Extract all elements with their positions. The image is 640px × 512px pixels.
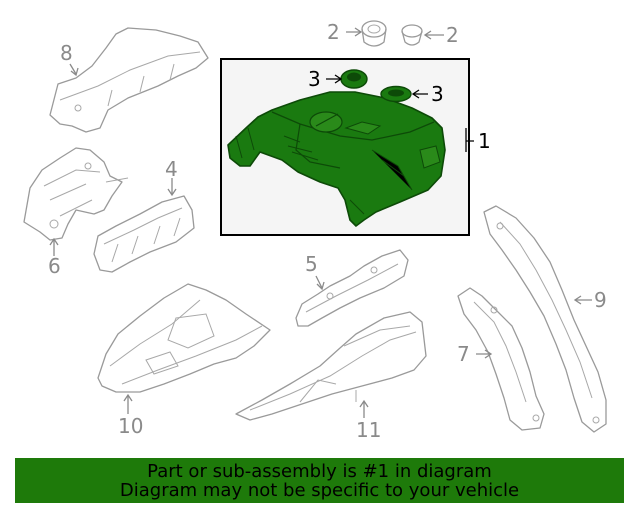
part-2-grommet-left[interactable]: [361, 20, 387, 47]
callout-11: 11: [356, 418, 381, 442]
callout-4: 4: [165, 157, 178, 181]
banner-line-2: Diagram may not be specific to your vehi…: [119, 480, 520, 501]
callout-2-left: 2: [327, 20, 340, 44]
part-4-heat-shield[interactable]: [93, 195, 195, 273]
callout-2-right: 2: [446, 23, 459, 47]
part-6-heat-shield[interactable]: [23, 147, 129, 241]
part-9-heat-shield[interactable]: [483, 205, 607, 433]
banner-line-1: Part or sub-assembly is #1 in diagram: [147, 461, 492, 482]
callout-8: 8: [60, 41, 73, 65]
callout-10: 10: [118, 414, 143, 438]
part-3-grommet-right[interactable]: [380, 85, 412, 103]
callout-9: 9: [594, 288, 607, 312]
part-7-heat-shield[interactable]: [457, 287, 545, 431]
info-banner: Part or sub-assembly is #1 in diagram Di…: [15, 458, 624, 503]
callout-3-left: 3: [308, 67, 321, 91]
callout-6: 6: [48, 254, 61, 278]
part-2-grommet-right[interactable]: [401, 24, 423, 46]
banner-background: [15, 458, 624, 503]
part-1-engine-cover[interactable]: [227, 91, 446, 227]
part-11-heat-shield[interactable]: [235, 311, 427, 421]
part-10-heat-shield[interactable]: [97, 283, 271, 393]
part-5-bracket[interactable]: [295, 249, 409, 327]
part-3-grommet-left[interactable]: [340, 69, 368, 89]
part-8-heat-shield[interactable]: [49, 27, 209, 133]
callout-3-right: 3: [431, 82, 444, 106]
callout-leaders: [49, 27, 592, 418]
callout-5: 5: [305, 252, 318, 276]
callout-1: 1: [478, 129, 491, 153]
callout-7: 7: [457, 342, 470, 366]
